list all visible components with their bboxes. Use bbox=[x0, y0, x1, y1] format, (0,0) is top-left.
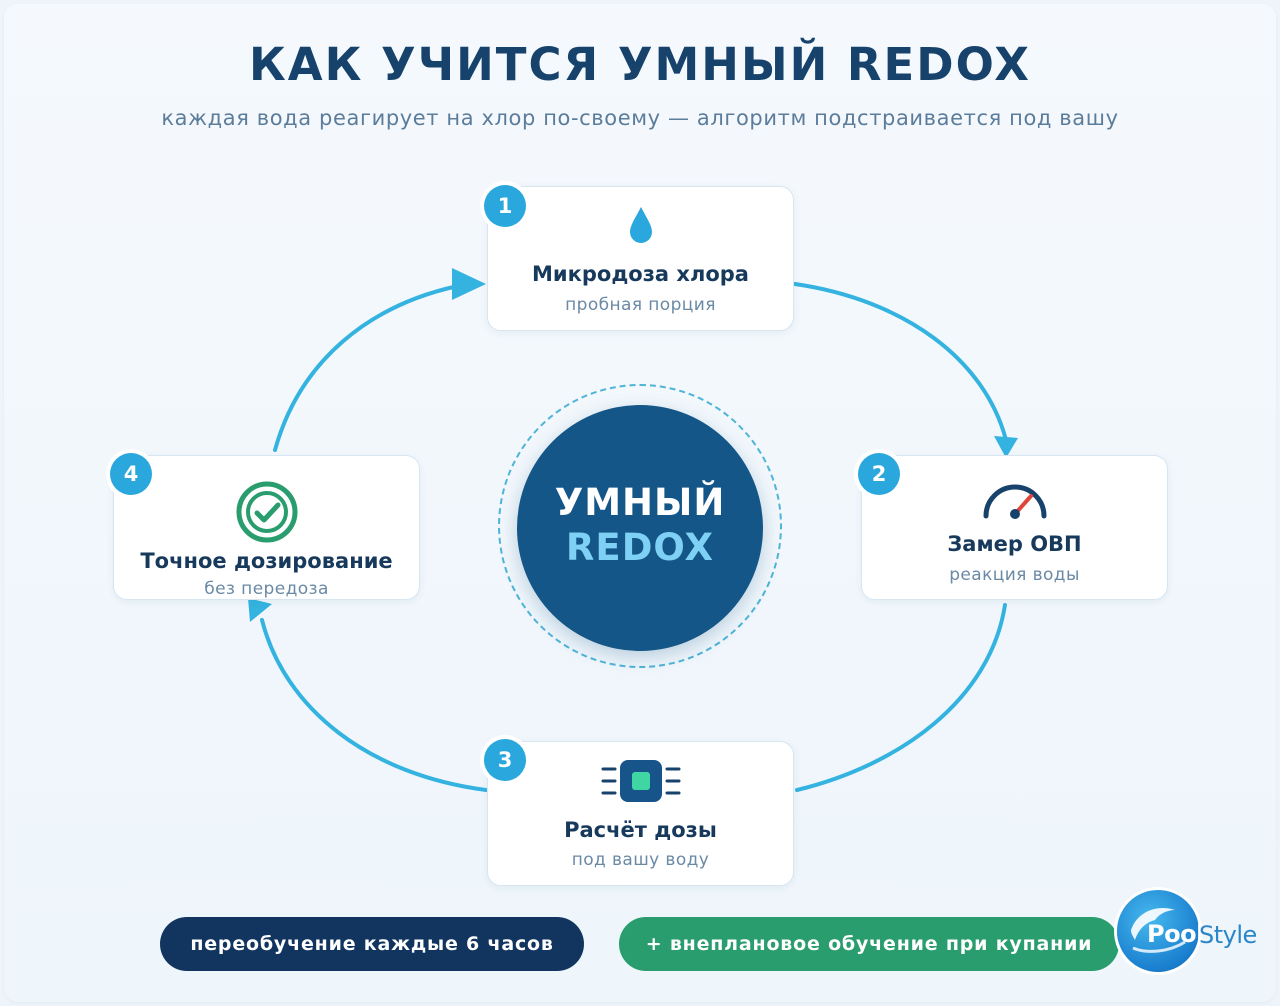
step-card-4: Точное дозирование без передоза bbox=[113, 455, 420, 600]
step-card-3: Расчёт дозы под вашу воду bbox=[487, 741, 794, 886]
step-card-1: Микродоза хлора пробная порция bbox=[487, 186, 794, 331]
arrow-step1-to-step2 bbox=[793, 282, 1008, 442]
hub-circle bbox=[517, 405, 763, 651]
arrowhead-step2 bbox=[994, 436, 1018, 458]
step-number-badge-4: 4 bbox=[110, 453, 152, 495]
hub-label-line1: УМНЫЙ bbox=[554, 481, 726, 524]
step-title: Микродоза хлора bbox=[532, 262, 749, 286]
arrow-step3-to-step4 bbox=[260, 618, 488, 792]
step-number-badge-3: 3 bbox=[484, 739, 526, 781]
arrow-step2-to-step3 bbox=[795, 603, 1007, 792]
check-circle-icon bbox=[114, 480, 419, 544]
step-title: Точное дозирование bbox=[140, 549, 393, 573]
step-card-2: Замер ОВП реакция воды bbox=[861, 455, 1168, 600]
gauge-icon bbox=[862, 476, 1167, 520]
step-subtitle: без передоза bbox=[204, 579, 329, 599]
retrain-interval-pill: переобучение каждые 6 часов bbox=[160, 917, 584, 971]
step-number-badge-1: 1 bbox=[484, 185, 526, 227]
step-subtitle: под вашу воду bbox=[571, 850, 710, 870]
hub-label-line2: REDOX bbox=[565, 526, 715, 569]
step-number-badge-2: 2 bbox=[858, 453, 900, 495]
logo-text-style: Style bbox=[1199, 921, 1257, 949]
arrow-step4-to-step1 bbox=[273, 284, 460, 452]
arrowhead-step1 bbox=[452, 268, 486, 300]
logo-text-pool: Pool bbox=[1147, 920, 1204, 948]
arrowhead-step4 bbox=[248, 598, 272, 622]
step-title: Замер ОВП bbox=[947, 532, 1082, 556]
dolphin-icon bbox=[1131, 908, 1186, 953]
extra-training-pill: + внеплановое обучение при купании bbox=[619, 917, 1119, 971]
page-subtitle: каждая вода реагирует на хлор по-своему … bbox=[161, 106, 1119, 130]
page-title: КАК УЧИТСЯ УМНЫЙ REDOX bbox=[249, 38, 1031, 91]
step-subtitle: пробная порция bbox=[565, 295, 716, 315]
water-drop-icon bbox=[488, 205, 793, 245]
hub-dashed-ring bbox=[498, 384, 782, 668]
step-subtitle: реакция воды bbox=[949, 565, 1080, 585]
poolstyle-logo-emblem bbox=[1117, 890, 1199, 972]
chip-icon bbox=[488, 758, 793, 804]
step-title: Расчёт дозы bbox=[564, 818, 717, 842]
